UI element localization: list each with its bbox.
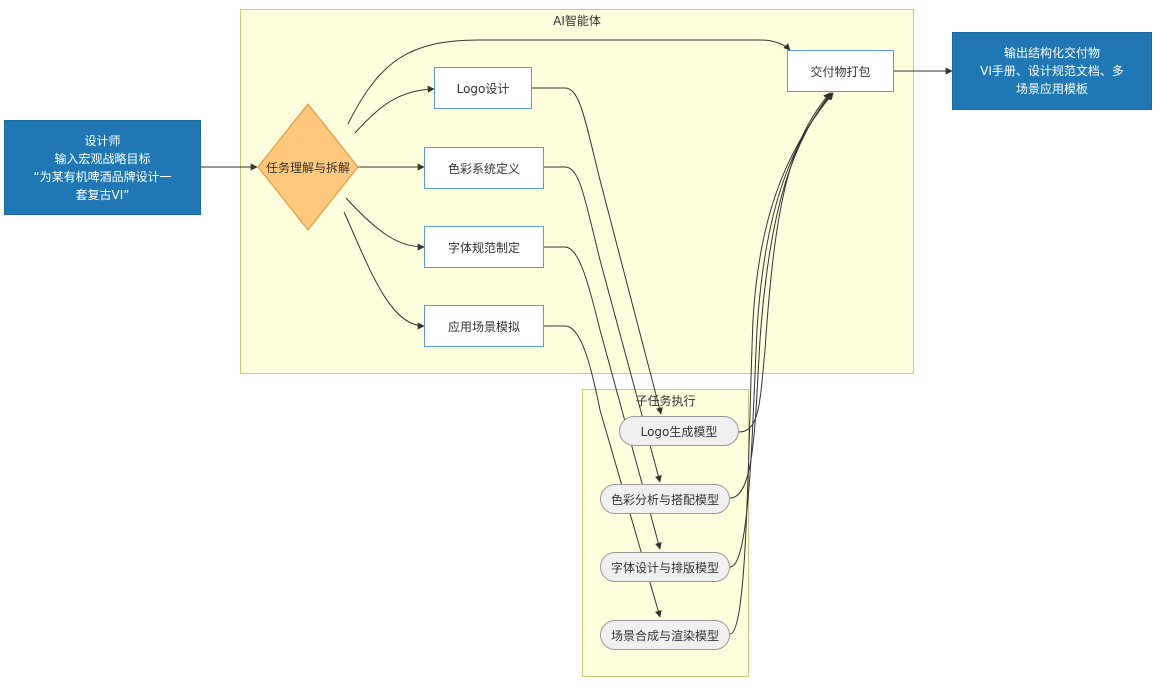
edge-colormodel-to-package (729, 92, 832, 499)
edge-scenemodel-to-package (729, 92, 834, 635)
color-model-node[interactable]: 色彩分析与搭配模型 (600, 484, 730, 514)
scene-model-node[interactable]: 场景合成与渲染模型 (600, 620, 730, 650)
logo-design-node[interactable]: Logo设计 (434, 67, 532, 109)
edge-decompose-to-package (347, 39, 791, 125)
color-system-node[interactable]: 色彩系统定义 (424, 147, 544, 189)
scene-simulation-node[interactable]: 应用场景模拟 (424, 305, 544, 347)
edge-type-to-typemodel (544, 246, 662, 550)
edge-decompose-to-typography (345, 197, 425, 251)
structured-output-node[interactable]: 输出结构化交付物 VI手册、设计规范文档、多 场景应用模板 (952, 32, 1152, 110)
decompose-diamond[interactable] (257, 103, 359, 231)
designer-input-node[interactable]: 设计师 输入宏观战略目标 “为某有机啤酒品牌设计一 套复古VI” (4, 120, 201, 215)
type-model-node[interactable]: 字体设计与排版模型 (600, 552, 730, 582)
typography-node[interactable]: 字体规范制定 (424, 226, 544, 268)
decompose-label: 任务理解与拆解 (265, 160, 350, 175)
edge-logomodel-to-package (738, 92, 831, 433)
logo-model-node[interactable]: Logo生成模型 (619, 416, 739, 446)
edge-color-to-colormodel (544, 166, 662, 483)
edge-typemodel-to-package (729, 92, 833, 568)
edge-logo-to-logomodel (532, 87, 663, 415)
deliverable-package-node[interactable]: 交付物打包 (787, 50, 894, 92)
cluster-ai-agent-label: AI智能体 (553, 14, 601, 28)
edge-scene-to-scenemodel (544, 325, 662, 618)
edge-decompose-to-logo (354, 85, 435, 134)
cluster-subtask-label: 子任务执行 (635, 394, 696, 408)
edge-decompose-to-scene (343, 211, 425, 330)
